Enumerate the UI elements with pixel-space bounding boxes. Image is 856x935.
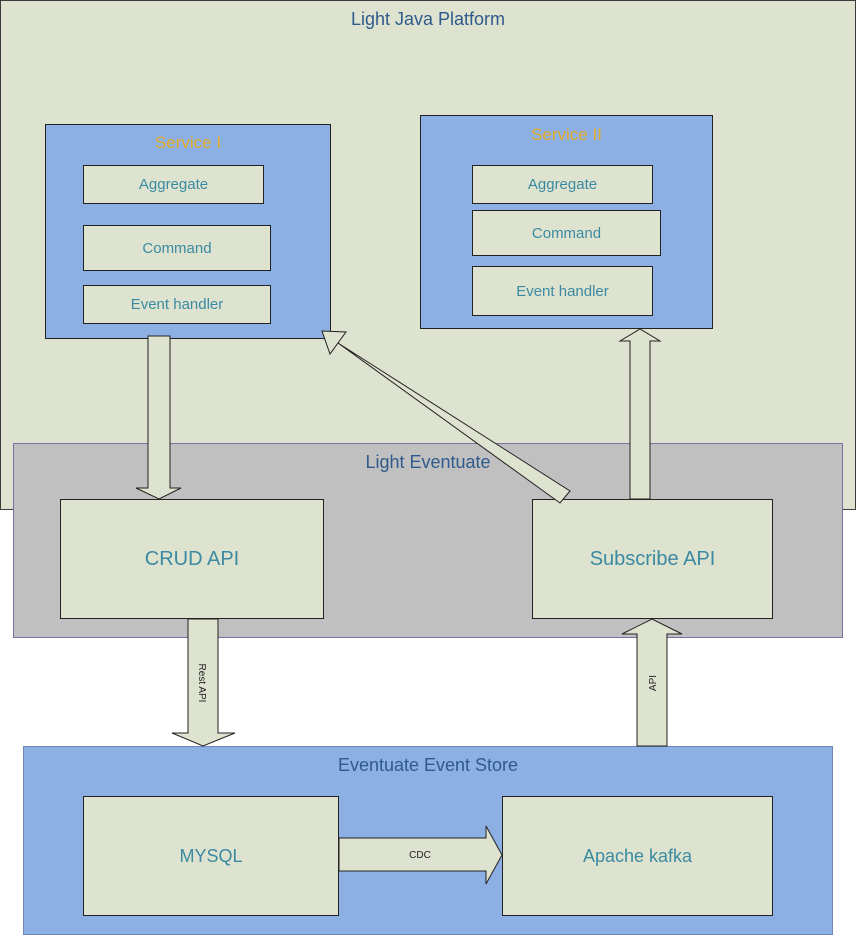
arrow-store-to-subscribe	[621, 618, 683, 747]
api-label: API	[648, 675, 659, 691]
store-title: Eventuate Event Store	[337, 755, 519, 775]
arrow-service1-to-crud	[135, 335, 182, 500]
arrow-crud-to-store	[171, 618, 236, 747]
mysql-box: MYSQL	[83, 796, 339, 916]
service-2-event-handler: Event handler	[472, 266, 653, 316]
service-1-command: Command	[83, 225, 271, 271]
service-1-event-handler: Event handler	[83, 285, 271, 324]
service-2-aggregate: Aggregate	[472, 165, 653, 204]
kafka-box: Apache kafka	[502, 796, 773, 916]
cdc-label: CDC	[409, 850, 431, 861]
service-2-command: Command	[472, 210, 661, 256]
service-1-title: Service I	[154, 133, 222, 152]
arrow-subscribe-to-service1	[321, 330, 571, 504]
service-1-aggregate: Aggregate	[83, 165, 264, 204]
arrow-subscribe-to-service2	[618, 328, 662, 500]
arrow-mysql-to-kafka	[338, 825, 503, 885]
service-2-title: Service II	[531, 125, 602, 144]
subscribe-api-box: Subscribe API	[532, 499, 773, 619]
eventuate-title: Light Eventuate	[365, 452, 491, 472]
platform-title: Light Java Platform	[350, 9, 506, 29]
crud-api-box: CRUD API	[60, 499, 324, 619]
rest-api-label: Rest API	[196, 664, 207, 703]
